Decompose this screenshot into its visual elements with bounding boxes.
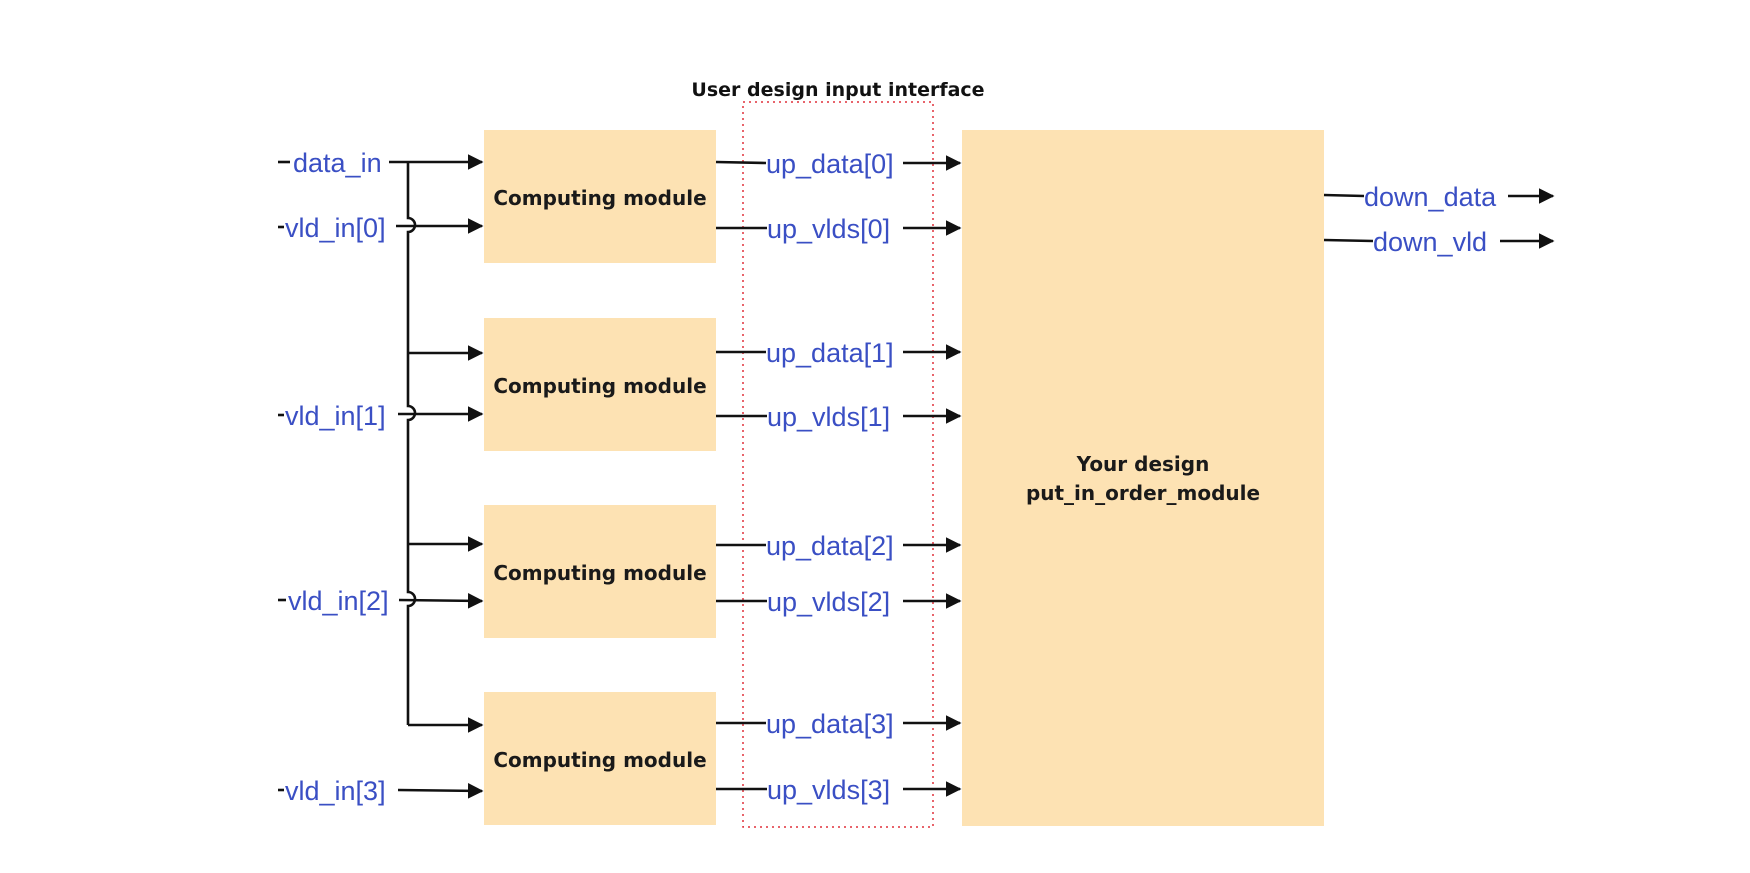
computing-module-box: [484, 130, 716, 263]
up-vlds-3-label: up_vlds[3]: [767, 775, 890, 805]
computing-module-box: [484, 505, 716, 638]
down-data-label: down_data: [1364, 182, 1497, 212]
design-block-box: [962, 130, 1324, 826]
vld-in-2-wire: [398, 593, 484, 609]
computing-module-box: [484, 318, 716, 451]
up-vlds-2-label: up_vlds[2]: [767, 587, 890, 617]
up-data-0-left: [715, 160, 767, 165]
down-vld-left: [1323, 238, 1374, 243]
computing-module-label: Computing module: [493, 748, 706, 772]
vld-in-3-label: vld_in[3]: [285, 776, 386, 806]
vld-in-1-label: vld_in[1]: [285, 401, 386, 431]
output-signals: down_data down_vld: [1323, 182, 1555, 257]
data-in-label: data_in: [293, 148, 382, 178]
computing-module-label: Computing module: [493, 561, 706, 585]
computing-module-1: Computing module: [484, 318, 716, 451]
computing-module-label: Computing module: [493, 374, 706, 398]
computing-module-3: Computing module: [484, 692, 716, 825]
computing-module-box: [484, 692, 716, 825]
interface-signals: up_data[0] up_vlds[0] up_data[1] up_vlds…: [715, 149, 962, 805]
up-vlds-0-label: up_vlds[0]: [767, 214, 890, 244]
vld-in-0-label: vld_in[0]: [285, 213, 386, 243]
down-vld-label: down_vld: [1373, 227, 1487, 257]
computing-module-2: Computing module: [484, 505, 716, 638]
up-data-3-label: up_data[3]: [766, 709, 894, 739]
data-bus-vertical: [406, 162, 417, 725]
computing-module-0: Computing module: [484, 130, 716, 263]
design-block-line2: put_in_order_module: [1026, 481, 1260, 505]
interface-region: [742, 101, 934, 828]
up-data-1-label: up_data[1]: [766, 338, 894, 368]
down-data-left: [1323, 193, 1365, 198]
up-data-2-label: up_data[2]: [766, 531, 894, 561]
vld-in-3-wire: [397, 783, 484, 799]
vld-in-2-label: vld_in[2]: [288, 586, 389, 616]
interface-title: User design input interface: [691, 79, 984, 101]
design-block-line1: Your design: [1076, 452, 1210, 476]
computing-module-label: Computing module: [493, 186, 706, 210]
design-block: Your design put_in_order_module: [962, 130, 1324, 826]
up-vlds-1-label: up_vlds[1]: [767, 402, 890, 432]
input-wiring: data_in vld_in[0] vld_in[1] vld_in[2] vl…: [278, 148, 484, 806]
up-data-0-label: up_data[0]: [766, 149, 894, 179]
